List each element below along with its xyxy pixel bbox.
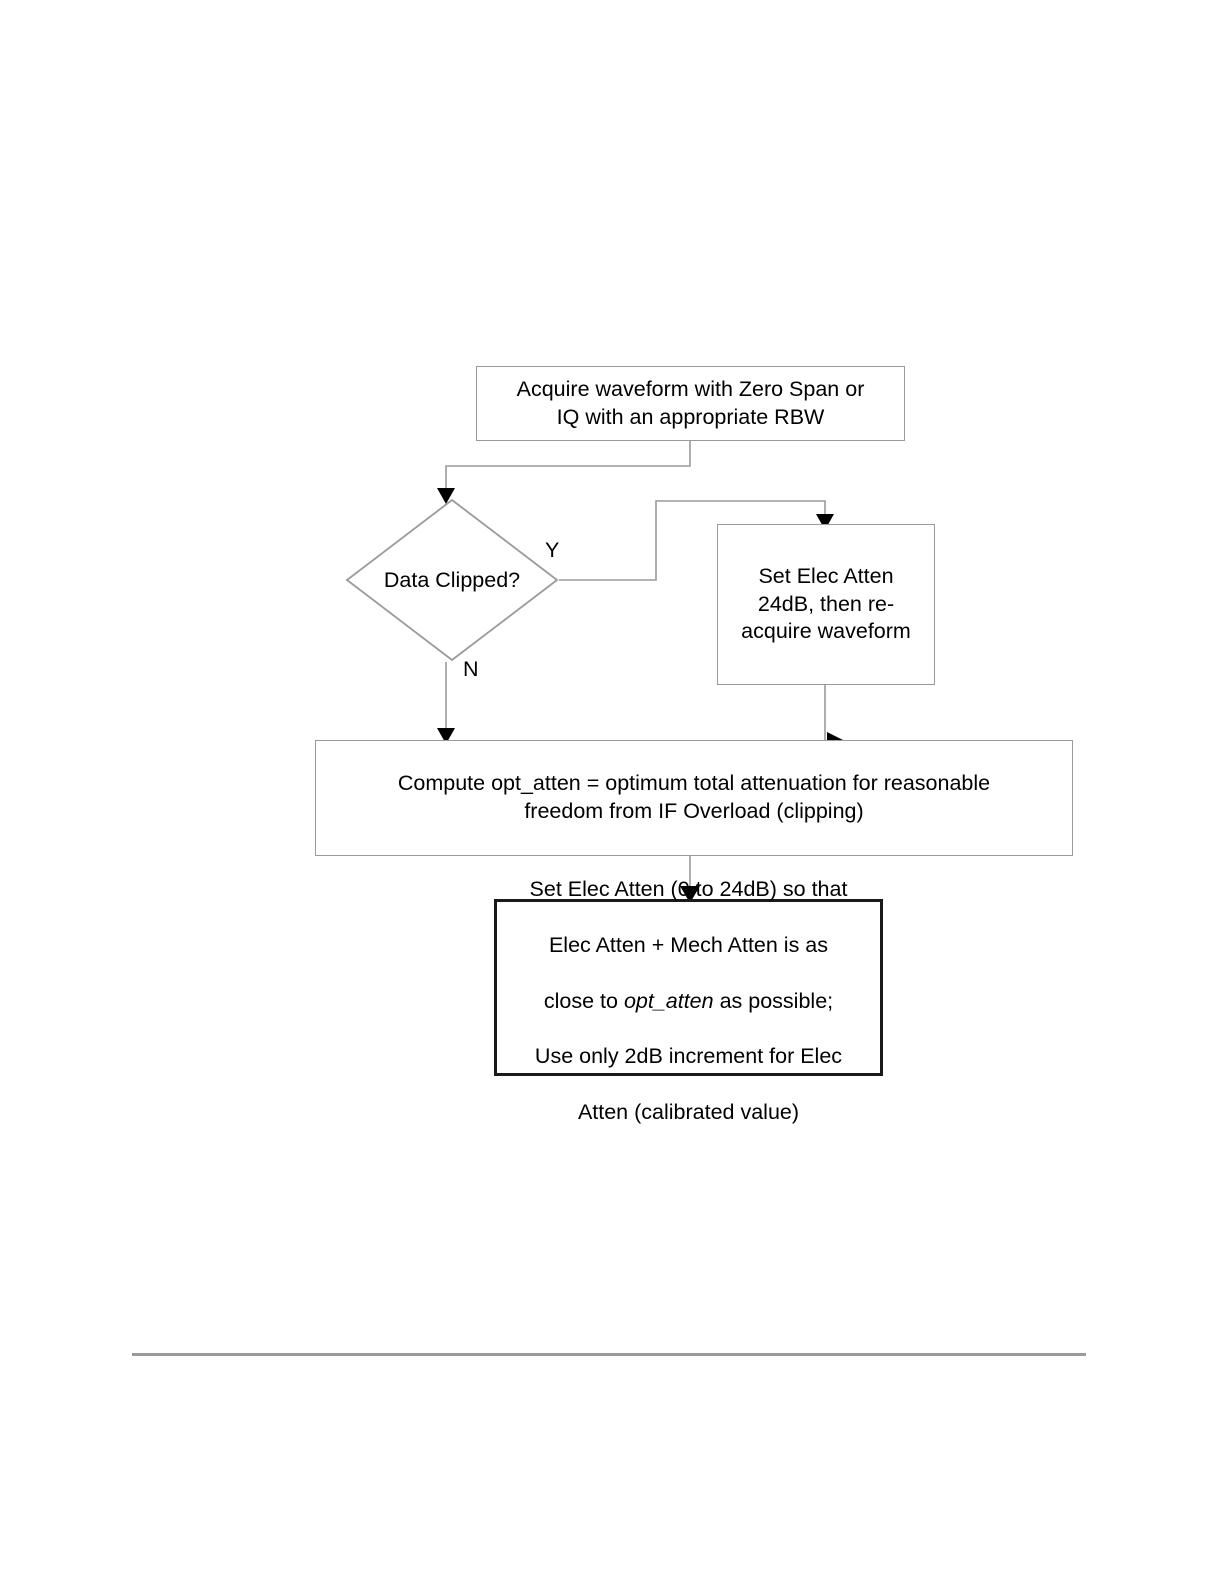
process-node-compute-opt-atten[interactable]: Compute opt_atten = optimum total attenu… [315, 740, 1073, 856]
node-label-decision: Data Clipped? [383, 567, 521, 592]
node-label-compute: Compute opt_atten = optimum total attenu… [397, 771, 991, 823]
process-node-acquire-waveform[interactable]: Acquire waveform with Zero Span or IQ wi… [476, 366, 905, 441]
process-node-set-elec-atten-final[interactable]: Set Elec Atten (0 to 24dB) so that Elec … [494, 877, 883, 1124]
edge-decision-no-to-compute [437, 662, 455, 744]
decision-node-data-clipped[interactable]: Data Clipped? [345, 498, 559, 662]
node-label-setelec: Set Elec Atten 24dB, then re- acquire wa… [741, 563, 911, 644]
diamond-shape [345, 498, 559, 662]
setfinal-line-3-post: as possible; [713, 988, 834, 1013]
edge-label-yes: Y [545, 538, 560, 562]
setfinal-line-3-italic: opt_atten [623, 988, 714, 1013]
edge-acquire-to-decision [437, 441, 691, 504]
setfinal-line-4: Use only 2dB increment for Elec [534, 1044, 843, 1069]
node-label-acquire: Acquire waveform with Zero Span or IQ wi… [516, 376, 865, 429]
node-label-setfinal: Set Elec Atten (0 to 24dB) so that Elec … [520, 848, 858, 1127]
edge-label-no: N [463, 657, 479, 681]
setfinal-line-2: Elec Atten + Mech Atten is as [548, 932, 829, 957]
setfinal-line-5: Atten (calibrated value) [577, 1100, 800, 1125]
footer-divider [132, 1353, 1086, 1356]
setfinal-line-3-pre: close to [543, 988, 624, 1013]
process-node-set-elec-atten-24db[interactable]: Set Elec Atten 24dB, then re- acquire wa… [717, 524, 935, 685]
setfinal-line-1: Set Elec Atten (0 to 24dB) so that [529, 876, 848, 901]
